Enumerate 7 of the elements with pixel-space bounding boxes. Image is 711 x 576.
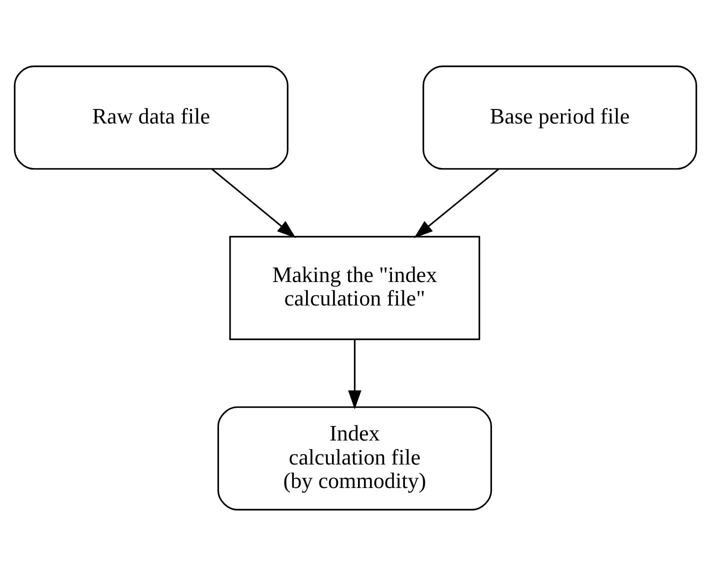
node-box: Making the "index calculation file" <box>229 236 480 340</box>
node-box: Raw data file <box>14 66 288 170</box>
node-box: Index calculation file (by commodity) <box>217 406 492 510</box>
arrow <box>414 168 500 238</box>
arrow <box>211 168 296 238</box>
arrow <box>348 339 362 410</box>
node-box: Base period file <box>422 66 698 170</box>
